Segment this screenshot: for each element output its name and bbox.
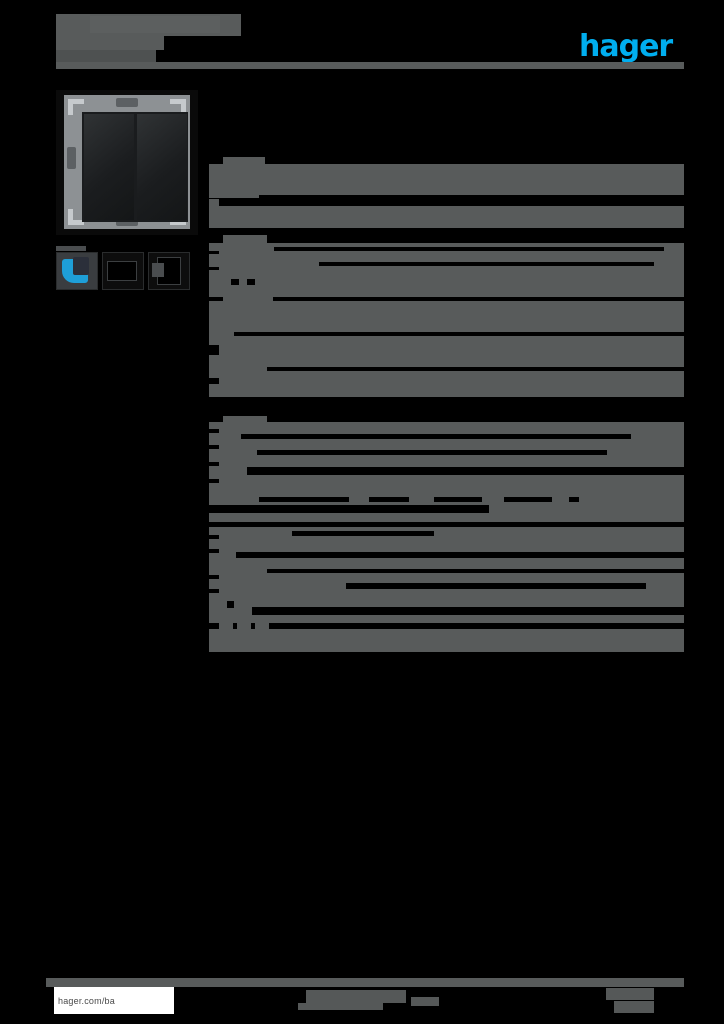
row-separator [241,434,631,439]
product-image [56,90,198,235]
table-row [209,164,684,198]
thumbnail-strip [56,246,198,292]
table-row [209,199,219,206]
table-row [209,422,684,492]
table-row [209,206,684,228]
row-separator [247,467,684,475]
frame-tab-left [67,147,76,169]
row-marker [209,251,219,254]
row-separator [274,247,664,251]
thumbnail-2-icon [107,261,137,281]
row-separator [259,195,684,199]
header-divider [56,62,684,69]
footer-center-redaction-2 [298,1003,383,1010]
hager-logo-text: hager [579,29,673,64]
row-separator [346,583,646,589]
claw-tr-v [181,99,186,115]
row-marker [209,575,219,579]
thumbnail-caption-redaction [56,246,86,251]
claw-bl-v [68,209,73,225]
thumbnail-1-icon-overlay [73,257,89,275]
product-mounting-frame [64,95,190,229]
claw-bl-h [68,220,84,225]
table-row [223,157,265,164]
row-marker [231,279,239,285]
table-row [223,235,267,243]
frame-tab-top [116,98,138,107]
table-row [223,416,267,422]
thumbnail-3-icon-overlay [152,263,164,277]
thumbnail-1[interactable] [56,252,98,290]
row-separator [292,531,434,536]
row-separator [267,569,684,573]
thumbnail-3[interactable] [148,252,190,290]
table-row [209,373,684,397]
row-marker [259,497,349,502]
claw-tl-h [68,99,84,104]
row-marker [209,549,219,553]
table-row [255,623,269,629]
page-header: hager [56,14,684,74]
table-row [209,243,684,297]
footer-url-box[interactable]: hager.com/ba [54,987,174,1014]
footer-center-redaction [306,990,406,1003]
row-marker [569,497,579,502]
row-marker [369,497,409,502]
row-separator [234,332,684,336]
claw-tl-v [68,99,73,115]
row-separator [257,450,607,455]
row-marker [209,429,219,433]
rocker-left [84,114,134,220]
row-marker [209,345,219,355]
footer-right-redaction-2 [614,1001,654,1013]
table-row [209,563,684,597]
rocker-right [137,114,187,220]
footer-divider [46,978,684,987]
row-marker [227,601,234,608]
header-subtitle-redaction [56,36,164,50]
row-marker [247,279,255,285]
table-row [237,623,251,629]
footer-center-redaction-3 [411,997,439,1006]
table-row [209,629,684,652]
row-marker [209,535,219,539]
row-separator [209,505,489,513]
row-separator [267,367,684,371]
footer-url[interactable]: hager.com/ba [58,995,115,1006]
row-marker [209,378,219,384]
header-meta-redaction [56,50,156,62]
table-row [219,623,233,629]
row-marker [209,445,219,449]
row-marker [209,589,219,593]
row-marker [209,267,219,270]
row-separator [252,607,684,615]
thumbnail-2[interactable] [102,252,144,290]
footer-right-redaction [606,988,654,1000]
row-marker [434,497,482,502]
page-footer: hager.com/ba [46,978,684,1016]
hager-logo: hager [579,32,674,62]
claw-tr-h [170,99,186,104]
row-marker [209,479,219,483]
header-title-redaction-secondary [90,16,220,33]
row-marker [209,462,219,466]
row-separator [319,262,654,266]
row-marker [504,497,552,502]
table-row [223,297,273,301]
claw-br-h [170,220,186,225]
row-separator [236,552,684,558]
